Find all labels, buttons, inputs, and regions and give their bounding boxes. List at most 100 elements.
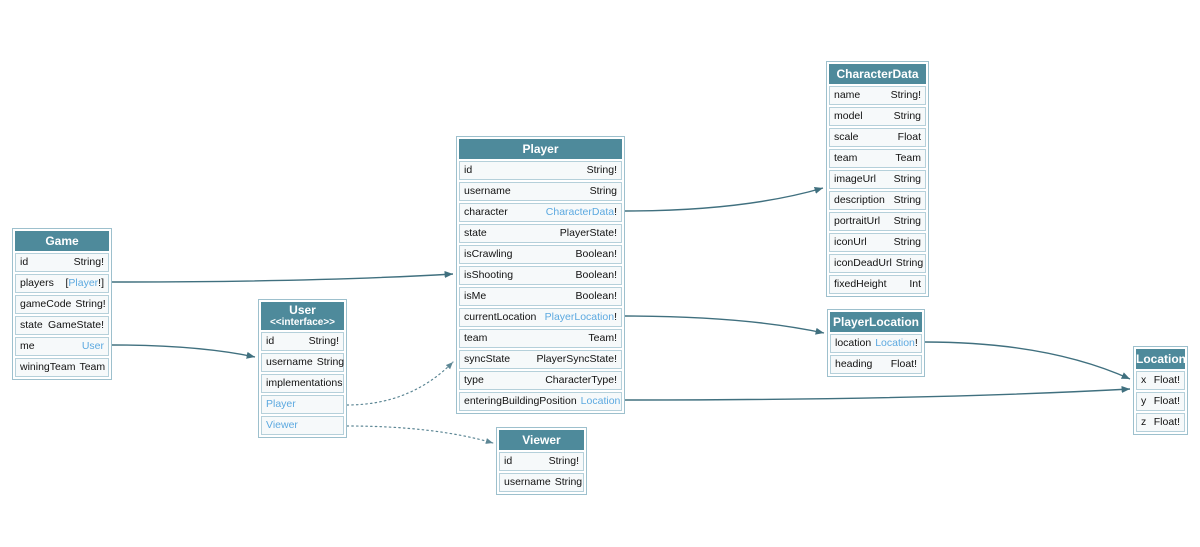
node-title-game[interactable]: Game: [15, 231, 109, 251]
field-name: type: [464, 374, 484, 386]
node-title-viewer[interactable]: Viewer: [499, 430, 584, 450]
field-row-type[interactable]: type CharacterType!: [459, 371, 622, 390]
type-text: String!: [548, 455, 579, 467]
type-text: String!: [73, 256, 104, 268]
field-row-model[interactable]: model String: [829, 107, 926, 126]
type-link-user[interactable]: User: [81, 340, 104, 352]
type-text: Boolean!: [575, 290, 617, 302]
type-link-characterdata[interactable]: CharacterData: [545, 206, 615, 218]
field-type: String!: [549, 453, 579, 470]
node-title-playerlocation[interactable]: PlayerLocation: [830, 312, 922, 332]
type-text: GameState!: [47, 319, 104, 331]
type-text: CharacterType!: [545, 374, 617, 386]
type-link-location[interactable]: Location: [875, 337, 915, 349]
field-name: imageUrl: [834, 173, 877, 185]
field-row-username[interactable]: username String: [261, 353, 344, 372]
field-name: isShooting: [464, 269, 514, 281]
type-text: String: [895, 257, 924, 269]
edge-player-currentlocation-to-playerlocation: [624, 315, 825, 335]
field-type: Boolean!: [576, 288, 617, 305]
type-link-player[interactable]: Player: [68, 277, 99, 289]
type-link-location[interactable]: Location: [580, 395, 621, 407]
field-type: String: [896, 255, 923, 272]
field-name: model: [834, 110, 863, 122]
type-link-playerlocation[interactable]: PlayerLocation: [544, 311, 615, 323]
field-type: String!: [75, 296, 105, 313]
type-link-viewer[interactable]: Viewer: [266, 419, 298, 431]
field-type: Int: [909, 276, 921, 293]
field-type: [Player!]: [65, 275, 104, 292]
type-text: String!: [890, 89, 921, 101]
field-name: character: [464, 206, 508, 218]
type-wrap-close: !: [614, 311, 617, 323]
edge-player-enteringbuildingposition-to-location: [624, 385, 1131, 401]
field-type: String: [894, 192, 921, 209]
field-type: String!: [74, 254, 104, 271]
node-title-player[interactable]: Player: [459, 139, 622, 159]
node-title-text: Player: [522, 142, 559, 156]
node-title-location[interactable]: Location: [1136, 349, 1186, 369]
node-subtitle-text: <<interface>>: [269, 317, 336, 328]
field-type: PlayerSyncState!: [536, 351, 617, 368]
type-link-player[interactable]: Player: [266, 398, 296, 410]
node-title-user[interactable]: User<<interface>>: [261, 302, 344, 330]
type-text: String: [893, 110, 921, 122]
field-type: String: [894, 213, 921, 230]
field-name: username: [266, 356, 313, 368]
type-text: Float: [897, 131, 921, 143]
section-label: implementations: [266, 377, 343, 389]
node-title-characterdata[interactable]: CharacterData: [829, 64, 926, 84]
implementation-row-player[interactable]: Player: [261, 395, 344, 414]
field-type: PlayerLocation!: [545, 309, 617, 326]
edge-player-character-to-characterdata: [624, 186, 824, 212]
edge-user-implementation-viewer: [346, 425, 494, 444]
field-row-players[interactable]: players[Player!]: [15, 274, 109, 293]
type-wrap-close: !: [914, 337, 918, 349]
field-type: String: [317, 354, 344, 371]
field-type: Float!: [1154, 372, 1180, 389]
implementation-row-viewer[interactable]: Viewer: [261, 416, 344, 435]
field-type: String!: [309, 333, 339, 350]
